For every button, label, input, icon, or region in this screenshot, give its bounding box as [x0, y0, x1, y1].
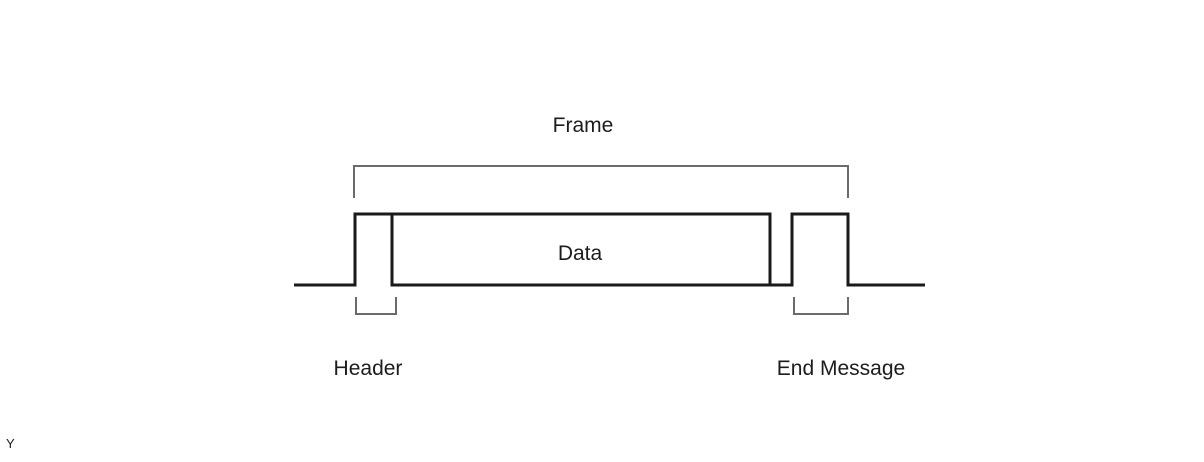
header-underbracket: [355, 297, 397, 315]
frame-bracket: [353, 165, 849, 198]
end-message-label: End Message: [776, 357, 906, 380]
frame-label: Frame: [552, 114, 614, 137]
corner-y-label: Y: [6, 436, 15, 451]
data-box-outline: [390, 214, 770, 287]
data-label: Data: [557, 242, 603, 265]
header-label: Header: [333, 357, 403, 380]
end-message-underbracket: [793, 297, 849, 315]
signal-waveform: [294, 212, 925, 287]
